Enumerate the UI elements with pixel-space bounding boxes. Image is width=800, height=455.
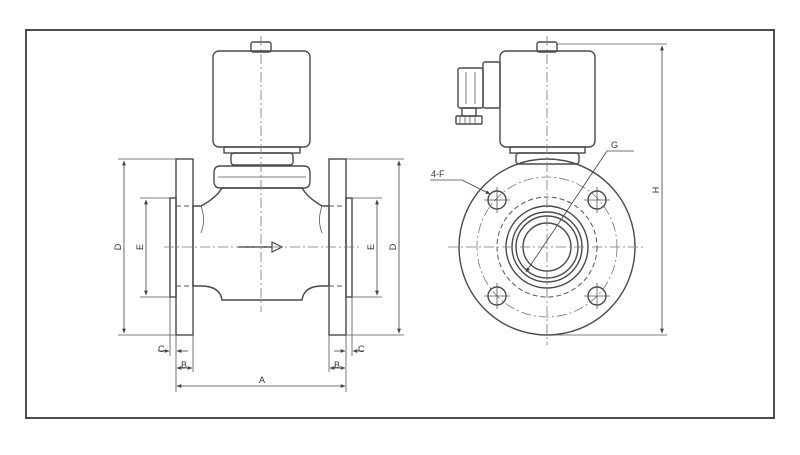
dim-e-right: E	[366, 244, 376, 250]
cable-connector	[455, 61, 501, 125]
dim-c-left: C	[158, 344, 165, 354]
side-view: 4-F G H	[430, 36, 667, 345]
left-flange-face	[169, 197, 177, 298]
front-view: D E D E C B C B A	[113, 36, 404, 392]
dim-e-left: E	[135, 244, 145, 250]
dim-c-right: C	[358, 344, 365, 354]
valve-bonnet	[213, 165, 311, 189]
dim-h-overall-height: H	[651, 187, 661, 194]
dim-d-left: D	[113, 243, 123, 250]
side-solenoid-coil	[499, 50, 596, 148]
side-coil-collar	[509, 146, 586, 154]
dim-d-right: D	[388, 243, 398, 250]
valve-neck	[230, 152, 294, 166]
side-valve-neck	[515, 152, 580, 165]
right-flange-face	[345, 197, 353, 298]
dim-a-overall: A	[259, 375, 265, 385]
solenoid-coil	[212, 50, 311, 148]
drawing-border	[25, 29, 775, 419]
coil-collar	[223, 146, 301, 154]
dim-b-right: B	[334, 360, 340, 370]
label-g-thread: G	[611, 140, 618, 150]
dim-b-left: B	[181, 360, 187, 370]
label-4-f-bolt-holes: 4-F	[431, 169, 445, 179]
